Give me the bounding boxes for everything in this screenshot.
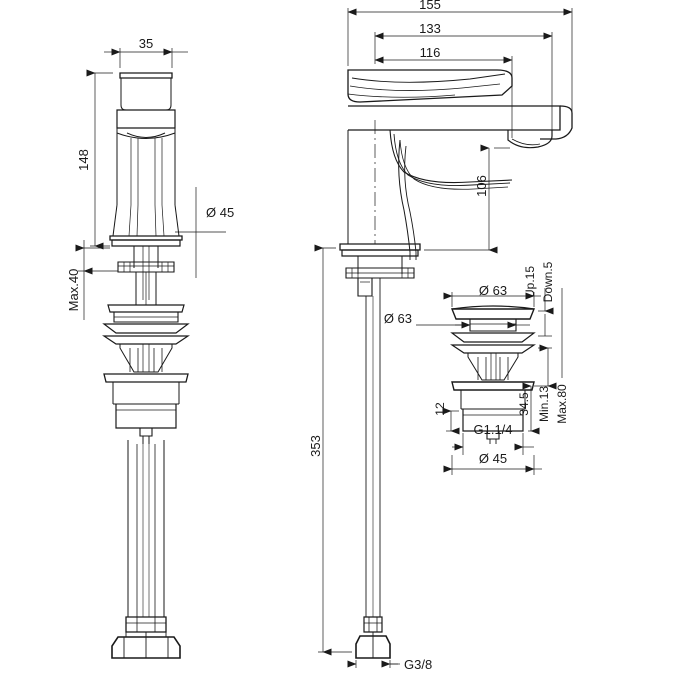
- dim-side-aerator-reach: 116: [420, 45, 441, 60]
- dim-waste-tail-dia: Ø 45: [479, 451, 507, 466]
- dim-waste-min-thickness: Min.13: [537, 386, 551, 422]
- front-view-dimensions: [75, 48, 226, 320]
- dim-front-width: 35: [139, 36, 153, 51]
- front-view-geometry: [102, 72, 190, 659]
- side-view-geometry: [339, 69, 573, 659]
- dim-front-height: 148: [76, 149, 91, 171]
- dim-waste-up-travel: Up.15: [523, 266, 537, 298]
- dim-waste-cap-dia: Ø 63: [479, 283, 507, 298]
- dimension-labels: 35 148 Ø 45 Max.40 155 133 116 106 353 G…: [66, 0, 569, 672]
- dim-side-total-reach: 155: [419, 0, 441, 12]
- dim-waste-body-height: 34.5: [517, 392, 531, 416]
- dim-side-hose-length: 353: [308, 435, 323, 457]
- dim-side-hose-thread: G3/8: [404, 657, 432, 672]
- dim-waste-thread: G1.1/4: [473, 422, 512, 437]
- dim-side-spout-reach: 133: [419, 21, 441, 36]
- dim-waste-flange-dia: Ø 63: [384, 311, 412, 326]
- waste-detail-dimensions: [416, 288, 563, 475]
- dim-waste-down-travel: Down.5: [541, 261, 555, 302]
- dim-front-shank-dia: Ø 45: [206, 205, 234, 220]
- dim-front-mount-max: Max.40: [66, 269, 81, 312]
- dim-side-spout-height: 106: [474, 175, 489, 197]
- side-view-dimensions: [314, 8, 573, 668]
- dim-waste-tail-height: 12: [433, 402, 447, 416]
- dim-waste-max-thickness: Max.80: [555, 384, 569, 424]
